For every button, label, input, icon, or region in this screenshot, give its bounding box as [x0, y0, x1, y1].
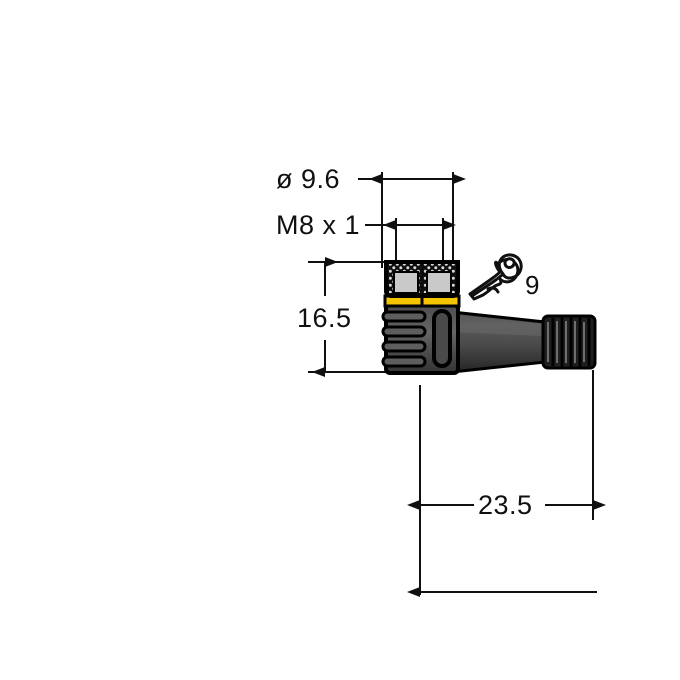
wrench-icon [468, 253, 523, 301]
coupling-head [384, 260, 460, 298]
cable-strain-relief [450, 310, 547, 374]
connector-component [381, 260, 597, 375]
dimension-length [407, 370, 606, 595]
body-side-slot [432, 309, 452, 368]
connector-body [381, 303, 460, 375]
dimension-label-diameter: ø 9.6 [276, 164, 341, 194]
dimension-label-height: 16.5 [297, 303, 352, 333]
contact-window-right [426, 271, 452, 294]
body-grip-ridges [381, 310, 427, 368]
dimension-label-length: 23.5 [478, 490, 533, 520]
annotation-label-wrench-size: 9 [525, 270, 540, 300]
dimension-height [308, 257, 390, 377]
cable-corrugated-end [541, 314, 597, 370]
dimension-thread [365, 218, 456, 268]
dimension-label-thread: M8 x 1 [276, 210, 361, 240]
dimension-diameter [358, 172, 466, 268]
contact-window-left [393, 271, 419, 294]
